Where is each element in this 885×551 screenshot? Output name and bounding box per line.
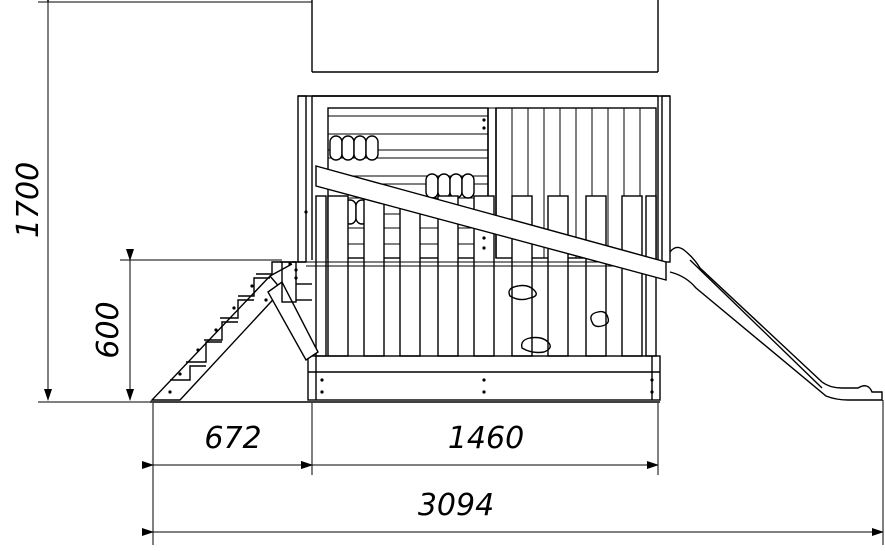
- bolt-dot: [482, 378, 486, 382]
- bolt-dot: [294, 268, 298, 272]
- bolt-dot: [482, 118, 486, 122]
- bolt-dot: [288, 262, 292, 266]
- abacus-bead: [353, 135, 367, 161]
- dimension-lines: [38, 0, 884, 545]
- bolt-dot: [196, 348, 200, 352]
- climbing-hold: [520, 336, 551, 354]
- front-slat: [585, 195, 607, 357]
- climbing-hold: [508, 284, 537, 301]
- abacus-bead: [365, 135, 379, 161]
- bolt-dot: [482, 126, 486, 130]
- bolt-dots: [168, 118, 660, 394]
- climbing-holds: [508, 284, 610, 354]
- bolt-dot: [320, 390, 324, 394]
- abacus-bead: [437, 173, 451, 199]
- abacus-bead: [449, 173, 463, 199]
- staircase: [150, 261, 319, 401]
- front-slat: [621, 195, 643, 357]
- bolt-dot: [264, 298, 268, 302]
- bolt-dot: [178, 372, 182, 376]
- front-slat: [363, 195, 385, 357]
- dim-label-1700: 1700: [11, 162, 46, 238]
- slide: [669, 246, 883, 401]
- dim-label-600: 600: [91, 301, 126, 358]
- bolt-dot: [482, 246, 486, 250]
- dim-label-1460: 1460: [448, 421, 524, 456]
- bolt-dot: [232, 306, 236, 310]
- front-slat: [547, 195, 569, 357]
- front-slat: [327, 195, 349, 357]
- bolt-dot: [482, 390, 486, 394]
- bolt-dot: [250, 284, 254, 288]
- bolt-dot: [650, 390, 654, 394]
- bolt-dot: [168, 390, 172, 394]
- abacus-bead: [461, 173, 475, 199]
- dim-label-3094: 3094: [418, 488, 494, 523]
- bolt-dot: [650, 378, 654, 382]
- bolt-dot: [482, 236, 486, 240]
- base-frame: [150, 355, 661, 403]
- diagonal-beam: [315, 165, 667, 281]
- bolt-dot: [320, 378, 324, 382]
- abacus-bead: [329, 135, 343, 161]
- abacus-bead: [425, 173, 439, 199]
- climbing-hold: [590, 310, 610, 328]
- bolt-dot: [294, 276, 298, 280]
- front-slat: [399, 195, 421, 357]
- abacus-bead: [341, 135, 355, 161]
- corner-post: [315, 195, 327, 357]
- dim-label-672: 672: [204, 421, 261, 456]
- bolt-dot: [214, 328, 218, 332]
- bolt-dot: [304, 210, 308, 214]
